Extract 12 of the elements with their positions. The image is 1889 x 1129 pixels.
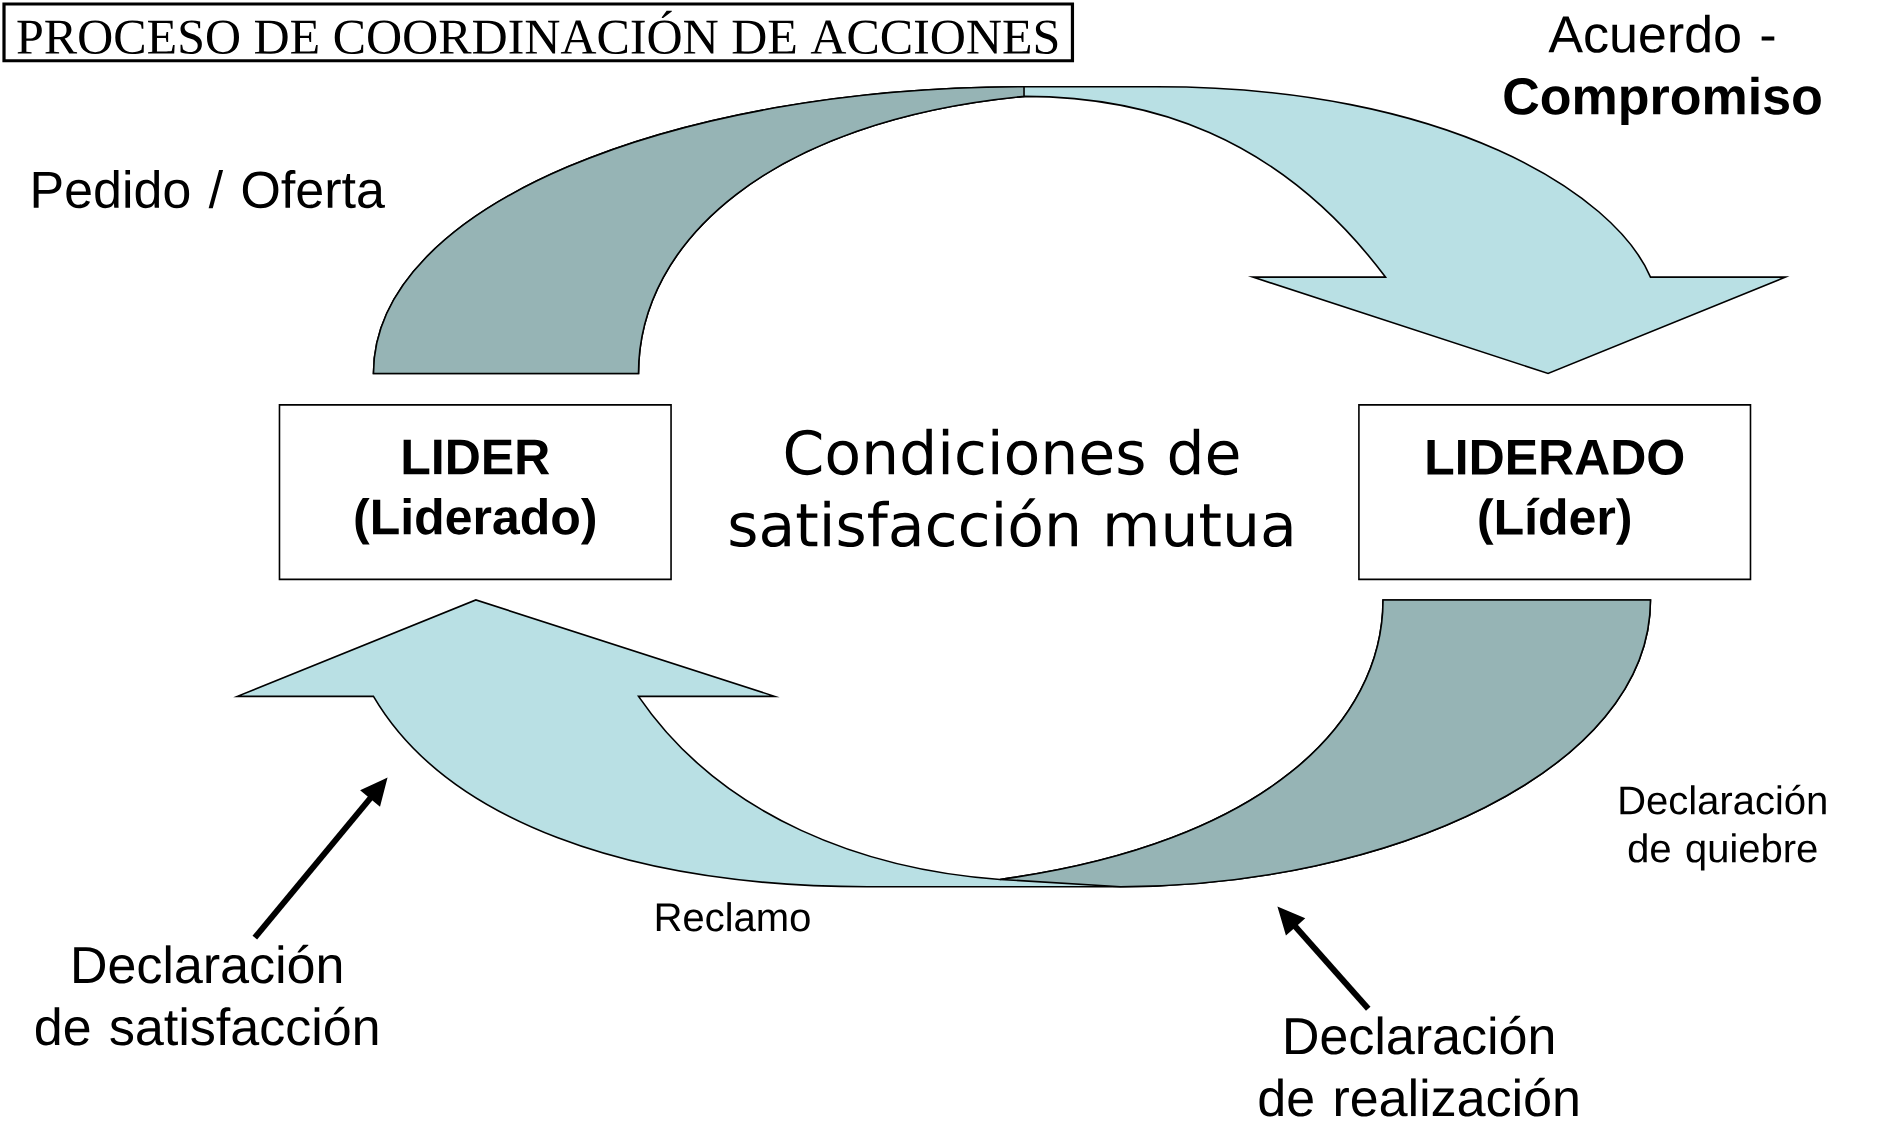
caption-text: Declaración de satisfacción (36, 944, 378, 1046)
role-box: LIDERADO (Líder) (1358, 404, 1752, 581)
stage-label: Pedido / Oferta (33, 170, 385, 209)
title-box: PROCESO DE COORDINACIÓN DE ACCIONES (2, 2, 1075, 63)
curved-block-arrow (372, 86, 1787, 375)
center-text: Condiciones de satisfacción mutua (730, 428, 1292, 548)
stage-label: Acuerdo - Compromiso (1504, 14, 1821, 126)
caption-text: Declaración de realización (1259, 1015, 1578, 1117)
role-box: LIDER (Liderado) (278, 404, 672, 581)
curved-block-arrow (236, 599, 1652, 888)
stage-label: Reclamo (656, 902, 810, 932)
stage-label: Declaración de quiebre (1620, 784, 1826, 871)
